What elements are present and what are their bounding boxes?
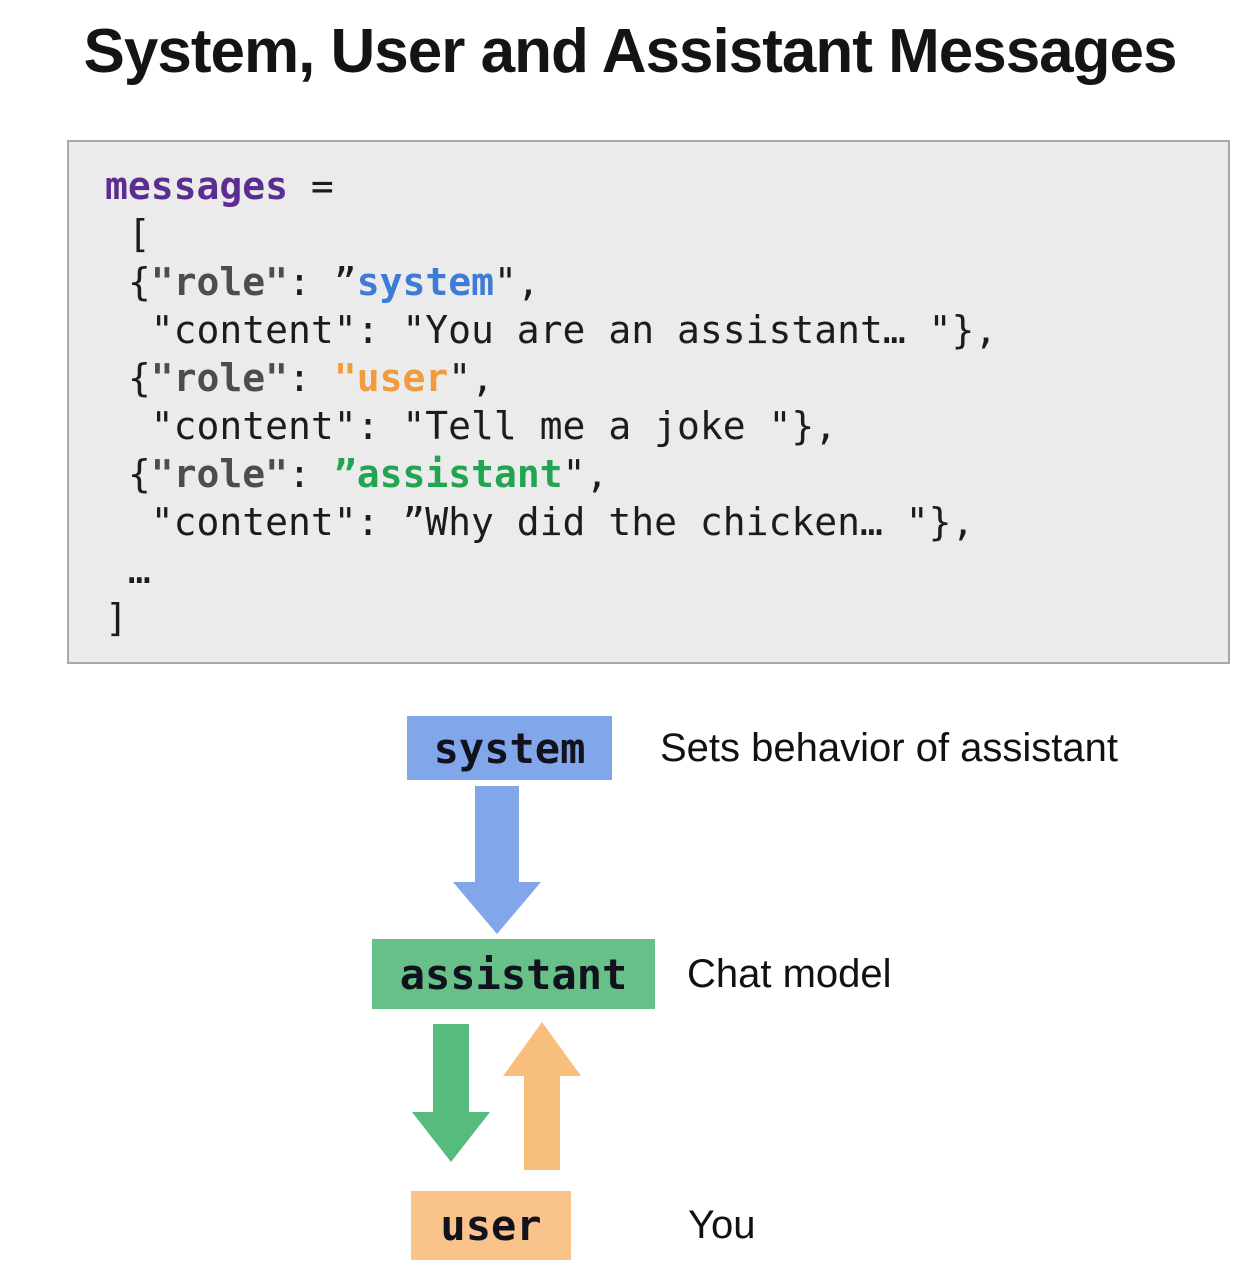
code-segment-plain: ",	[493, 260, 540, 304]
code-line: ]	[105, 594, 1228, 642]
system-node-annotation: Sets behavior of assistant	[660, 725, 1119, 770]
code-segment-gray: "role"	[150, 260, 289, 304]
code-segment-plain: : ”	[288, 260, 357, 304]
code-segment-plain: "content": ”Why did the chicken… "},	[105, 500, 975, 544]
code-segment-plain: ",	[562, 452, 609, 496]
code-line: "content": "Tell me a joke "},	[105, 402, 1228, 450]
code-line: …	[105, 546, 1228, 594]
code-segment-purple: messages	[105, 164, 289, 208]
code-line: "content": "You are an assistant… "},	[105, 306, 1228, 354]
system-node-label: system	[433, 723, 586, 773]
code-segment-orange: "user	[333, 356, 449, 400]
messages-code-block: messages = [ {"role": ”system", "content…	[67, 140, 1230, 664]
arrow-down-system-to-assistant-icon	[453, 786, 541, 934]
assistant-node-label: assistant	[399, 949, 628, 999]
arrow-down-assistant-to-user-icon	[412, 1024, 490, 1162]
code-segment-blue: system	[356, 260, 494, 304]
code-segment-gray: "role"	[150, 356, 289, 400]
code-segment-plain: "content": "You are an assistant… "},	[105, 308, 998, 352]
user-node-label: user	[440, 1201, 542, 1250]
assistant-node-box: assistant	[372, 939, 655, 1009]
code-segment-plain: {	[105, 452, 151, 496]
code-line: [	[105, 210, 1228, 258]
code-lines: messages = [ {"role": ”system", "content…	[105, 162, 1228, 642]
arrow-up-user-to-assistant-icon	[503, 1022, 581, 1170]
code-segment-plain: "content": "Tell me a joke "},	[105, 404, 838, 448]
code-segment-plain: …	[105, 548, 151, 592]
assistant-node-annotation: Chat model	[687, 951, 892, 996]
code-segment-plain: ]	[105, 596, 128, 640]
page-title: System, User and Assistant Messages	[83, 17, 1178, 86]
code-segment-plain: :	[288, 452, 334, 496]
code-line: "content": ”Why did the chicken… "},	[105, 498, 1228, 546]
code-segment-plain: {	[105, 356, 151, 400]
code-line: {"role": ”assistant",	[105, 450, 1228, 498]
code-line: {"role": "user",	[105, 354, 1228, 402]
code-segment-gray: "role"	[150, 452, 289, 496]
code-segment-plain: ",	[448, 356, 494, 400]
code-segment-plain: [	[105, 212, 151, 256]
code-segment-green: ”assistant	[333, 452, 563, 496]
user-node-box: user	[411, 1191, 571, 1260]
system-node-box: system	[407, 716, 612, 780]
code-line: {"role": ”system",	[105, 258, 1228, 306]
code-line: messages =	[105, 162, 1228, 210]
user-node-annotation: You	[688, 1203, 756, 1247]
code-segment-plain: =	[288, 164, 334, 208]
code-segment-plain: {	[105, 260, 151, 304]
code-segment-plain: :	[288, 356, 334, 400]
